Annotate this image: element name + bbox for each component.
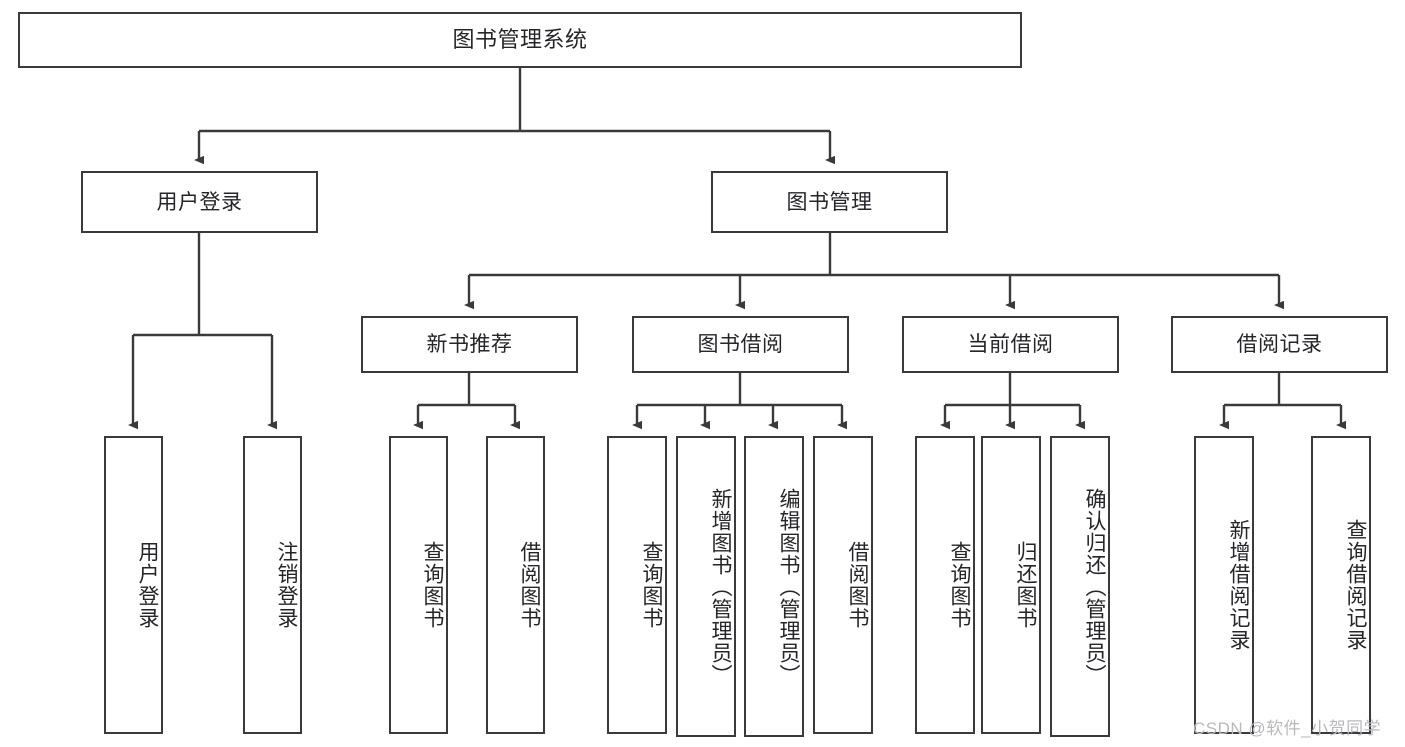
node-user-login-label: 用户登录 [156,190,243,214]
node-book-manage-label: 图书管理 [786,190,873,214]
leaf-current-borrow-return[interactable]: 归还图书 [981,436,1041,734]
node-book-borrow[interactable]: 图书借阅 [632,316,849,373]
node-user-login[interactable]: 用户登录 [81,171,318,233]
node-root[interactable]: 图书管理系统 [18,12,1022,68]
leaf-new-book-borrow[interactable]: 借阅图书 [486,436,545,734]
node-current-borrow[interactable]: 当前借阅 [902,316,1119,373]
csdn-watermark: CSDN @软件_小贺同学 [1193,719,1382,738]
node-book-manage[interactable]: 图书管理 [711,171,948,233]
leaf-user-login-logout[interactable]: 注销登录 [243,436,302,734]
node-book-borrow-label: 图书借阅 [697,333,784,356]
leaf-book-borrow-borrow[interactable]: 借阅图书 [813,436,873,734]
leaf-book-borrow-add[interactable]: 新增图书（管理员） [676,436,736,737]
node-root-label: 图书管理系统 [452,27,588,52]
node-new-book-recommend-label: 新书推荐 [426,333,513,356]
leaf-user-login-login[interactable]: 用户登录 [104,436,163,734]
leaf-current-borrow-query[interactable]: 查询图书 [915,436,975,734]
node-borrow-record-label: 借阅记录 [1236,333,1323,356]
node-new-book-recommend[interactable]: 新书推荐 [361,316,578,373]
leaf-new-book-query[interactable]: 查询图书 [389,436,448,734]
node-borrow-record[interactable]: 借阅记录 [1171,316,1388,373]
node-current-borrow-label: 当前借阅 [967,333,1054,356]
leaf-borrow-record-add[interactable]: 新增借阅记录 [1194,436,1254,734]
leaf-book-borrow-edit[interactable]: 编辑图书（管理员） [744,436,804,737]
leaf-borrow-record-query[interactable]: 查询借阅记录 [1311,436,1371,734]
leaf-book-borrow-query[interactable]: 查询图书 [607,436,667,734]
leaf-current-borrow-confirm[interactable]: 确认归还（管理员） [1050,436,1110,737]
